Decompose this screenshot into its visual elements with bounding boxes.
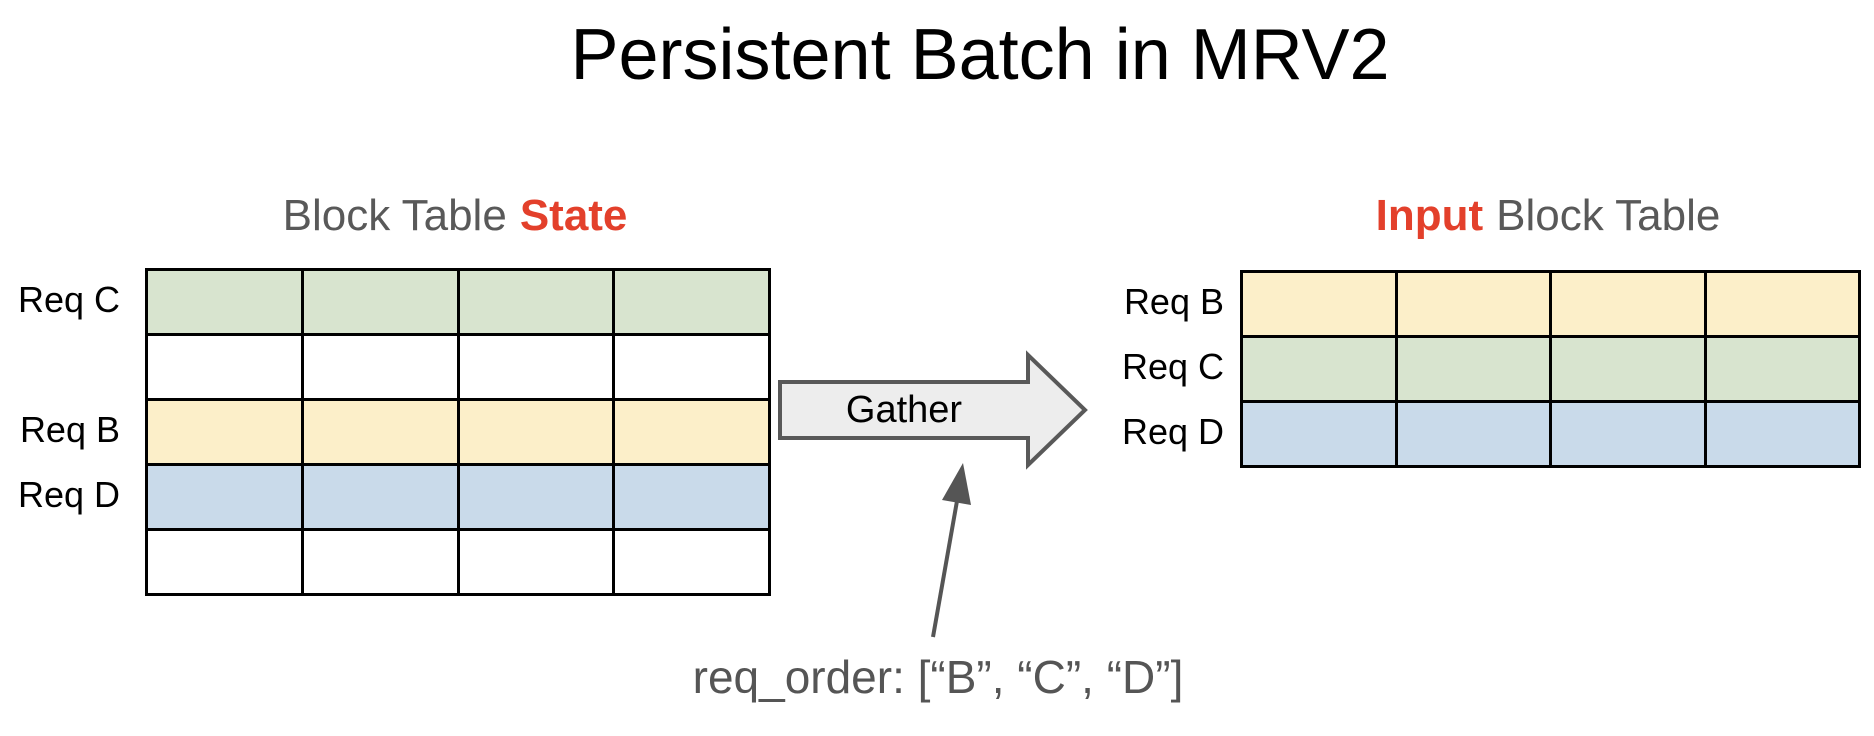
block-cell	[615, 271, 771, 336]
block-cell	[615, 531, 771, 596]
right-heading-accent: Input	[1375, 191, 1484, 240]
right-table-heading: Input Block Table	[1192, 190, 1874, 242]
block-cell	[1397, 403, 1552, 468]
block-cell	[1397, 338, 1552, 403]
annotation-arrow-head-icon	[942, 463, 971, 505]
gather-arrow-label: Gather	[845, 389, 963, 431]
annotation-arrow-line	[931, 500, 959, 638]
row-label-req-b: Req B	[19, 409, 120, 450]
block-cell	[615, 336, 771, 401]
block-cell	[459, 531, 616, 596]
row-label-input-req-c: Req C	[1121, 346, 1224, 387]
block-cell	[459, 336, 616, 401]
block-cell	[459, 466, 616, 531]
block-cell	[615, 401, 771, 466]
block-cell	[303, 401, 460, 466]
input-block-table	[1240, 270, 1861, 468]
left-heading-text: Block Table	[282, 191, 507, 240]
block-cell	[459, 271, 616, 336]
block-cell	[303, 336, 460, 401]
block-cell	[459, 401, 616, 466]
state-block-table	[145, 268, 771, 596]
block-cell	[148, 466, 304, 531]
row-label-input-req-b: Req B	[1123, 281, 1224, 322]
block-cell	[303, 466, 460, 531]
left-table-heading: Block Table State	[95, 190, 815, 242]
left-heading-accent: State	[519, 191, 628, 240]
block-cell	[148, 336, 304, 401]
block-cell	[1552, 273, 1707, 338]
block-cell	[1706, 338, 1861, 403]
block-cell	[615, 466, 771, 531]
block-cell	[303, 271, 460, 336]
block-cell	[148, 531, 304, 596]
block-cell	[148, 401, 304, 466]
diagram-title: Persistent Batch in MRV2	[570, 15, 1390, 95]
block-cell	[303, 531, 460, 596]
block-cell	[1243, 273, 1398, 338]
row-label-req-c: Req C	[17, 279, 120, 320]
block-cell	[1243, 338, 1398, 403]
block-cell	[1397, 273, 1552, 338]
block-cell	[1552, 338, 1707, 403]
block-cell	[1706, 403, 1861, 468]
block-cell	[1706, 273, 1861, 338]
right-heading-text: Block Table	[1496, 191, 1721, 240]
row-label-req-d: Req D	[17, 474, 120, 515]
block-cell	[148, 271, 304, 336]
row-label-input-req-d: Req D	[1121, 411, 1224, 452]
block-cell	[1243, 403, 1398, 468]
req-order-annotation: req_order: [“B”, “C”, “D”]	[692, 651, 1184, 703]
block-cell	[1552, 403, 1707, 468]
